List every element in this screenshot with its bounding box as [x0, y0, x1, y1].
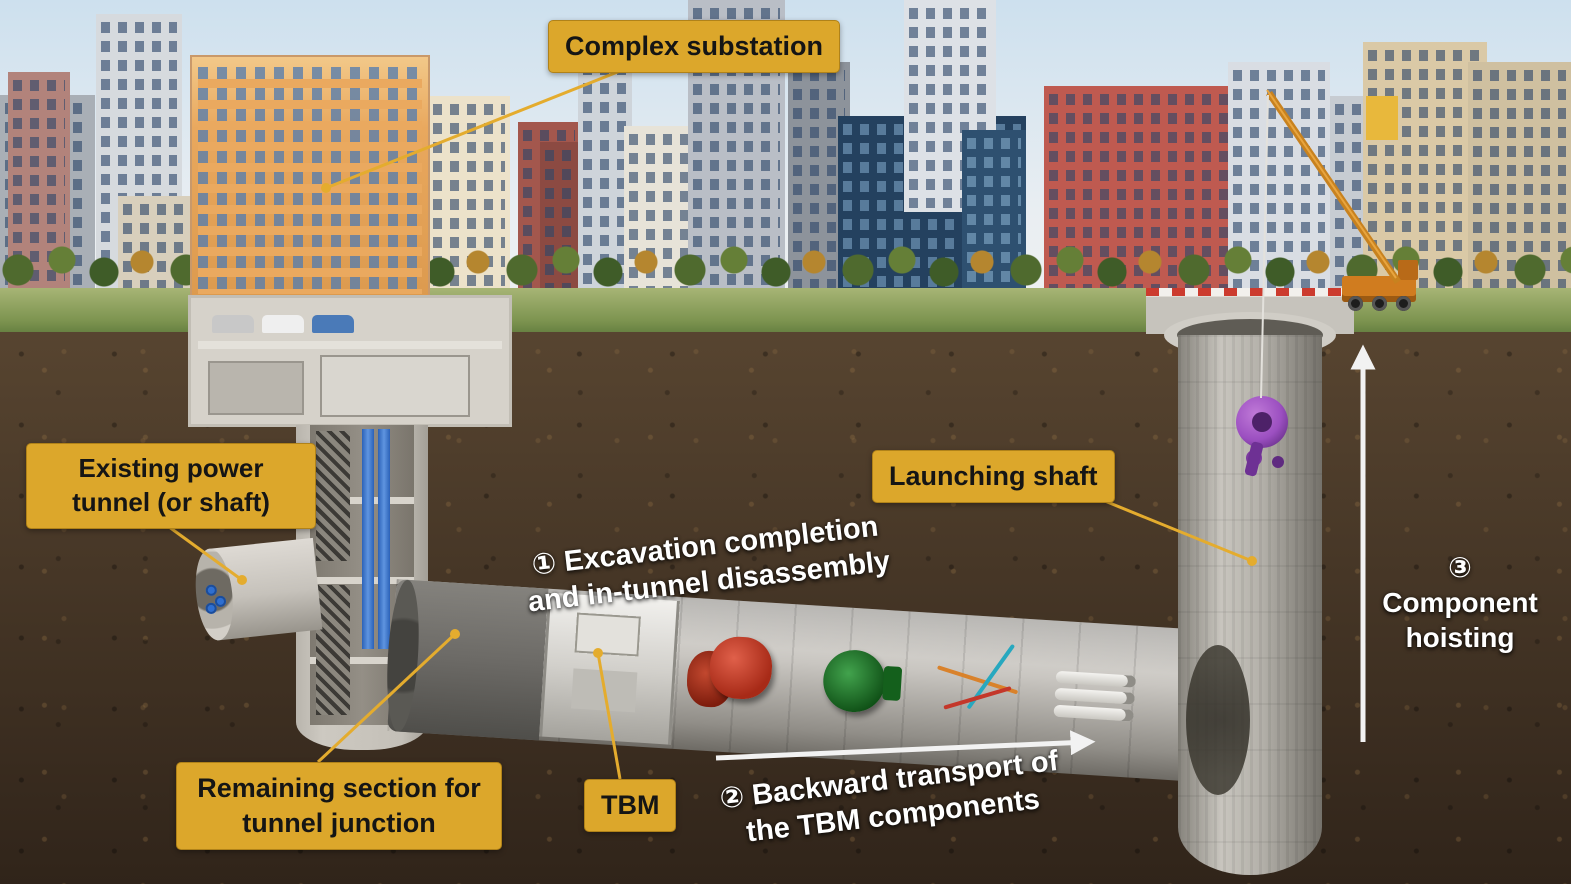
step3-line2: hoisting [1405, 622, 1515, 653]
cable-pipe [378, 429, 390, 649]
substation-equipment [320, 355, 470, 417]
purple-arm-component [1244, 441, 1264, 477]
building-sign [1366, 96, 1398, 140]
label-complex-substation: Complex substation [548, 20, 841, 74]
existing-power-tunnel-stub [191, 537, 323, 643]
parked-car [312, 315, 354, 333]
label-launching-shaft: Launching shaft [872, 450, 1115, 504]
crane-cab [1398, 260, 1418, 280]
step3-line1: Component [1382, 587, 1538, 618]
label-tbm: TBM [584, 779, 677, 833]
label-existing-power-tunnel: Existing power tunnel (or shaft) [26, 443, 316, 529]
parked-car [262, 315, 304, 333]
crane-wheel [1372, 296, 1387, 311]
hoisted-tbm-component [1228, 396, 1296, 480]
cable-pipe [362, 429, 374, 649]
basement-floor-slab [198, 341, 502, 349]
shaft-stairs [316, 431, 350, 561]
label-remaining-section: Remaining section for tunnel junction [176, 762, 502, 851]
parked-car [212, 315, 254, 333]
step3-annotation: ③ Component hoisting [1372, 550, 1548, 655]
power-cable [205, 602, 218, 615]
power-cable [205, 584, 218, 597]
safety-barrier [1146, 288, 1354, 296]
step3-number: ③ [1448, 552, 1472, 583]
crane-wheel [1396, 296, 1411, 311]
substation-building [190, 55, 430, 300]
substation-basement [188, 295, 512, 427]
shaft-tunnel-opening [1186, 645, 1250, 795]
crane-wheel [1348, 296, 1363, 311]
thrust-cylinder [1053, 704, 1135, 722]
tbm-thrust-cylinders [1053, 670, 1137, 727]
substation-equipment [208, 361, 304, 415]
purple-gear-component [1236, 396, 1288, 448]
shaft-stairs [316, 585, 350, 715]
thrust-cylinder [1054, 687, 1136, 705]
